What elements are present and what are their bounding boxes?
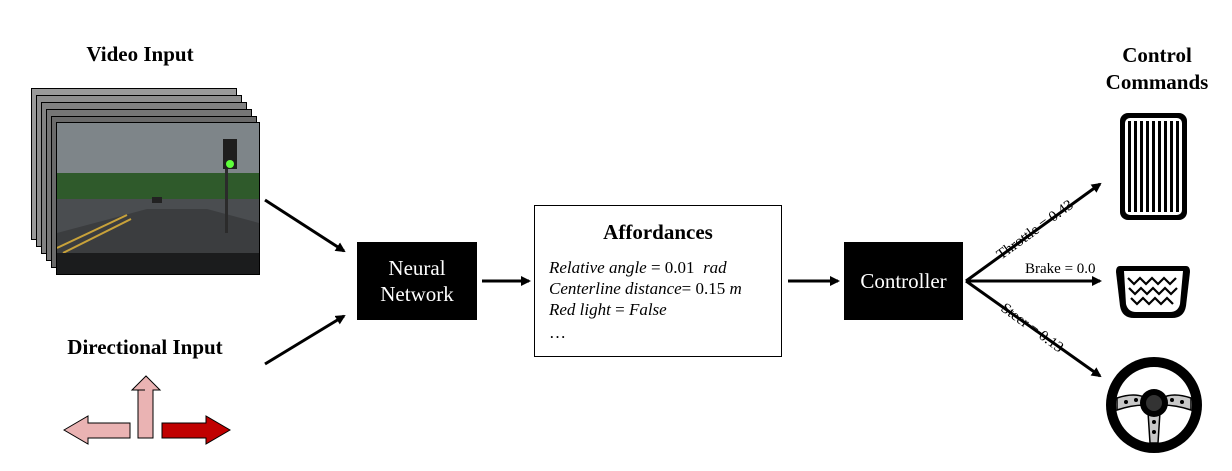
- affordance-centerline-distance: Centerline distance= 0.15 m: [549, 279, 742, 298]
- turn-left-arrow-icon: [63, 415, 131, 445]
- directional-input-title: Directional Input: [67, 335, 223, 359]
- control-commands-title: Control Commands: [1105, 43, 1209, 94]
- affordance-relative-angle: Relative angle = 0.01 rad: [549, 258, 727, 277]
- directional-arrows: [63, 375, 231, 445]
- brake-pedal-icon: [1116, 266, 1190, 318]
- controller-label: Controller: [860, 269, 947, 293]
- video-input-title: Video Input: [86, 42, 194, 66]
- throttle-label: Throttle = 0.43: [994, 197, 1077, 263]
- affordances-block: Affordances Relative angle = 0.01 rad Ce…: [534, 205, 782, 357]
- steering-wheel-icon: [1106, 357, 1202, 453]
- affordance-ellipsis: …: [549, 323, 566, 342]
- neural-network-label: Neural Network: [380, 256, 454, 306]
- affordance-red-light: Red light = False: [549, 300, 667, 319]
- steer-label: Steer = 0.13: [998, 300, 1066, 356]
- turn-right-arrow-icon: [161, 415, 231, 445]
- affordances-title: Affordances: [603, 220, 713, 244]
- brake-label: Brake = 0.0: [1025, 261, 1096, 277]
- controller-block: Controller: [844, 242, 963, 320]
- video-frame-front: [56, 122, 260, 275]
- straight-arrow-icon: [130, 375, 162, 439]
- neural-network-block: Neural Network: [357, 242, 477, 320]
- throttle-pedal-icon: [1120, 113, 1187, 220]
